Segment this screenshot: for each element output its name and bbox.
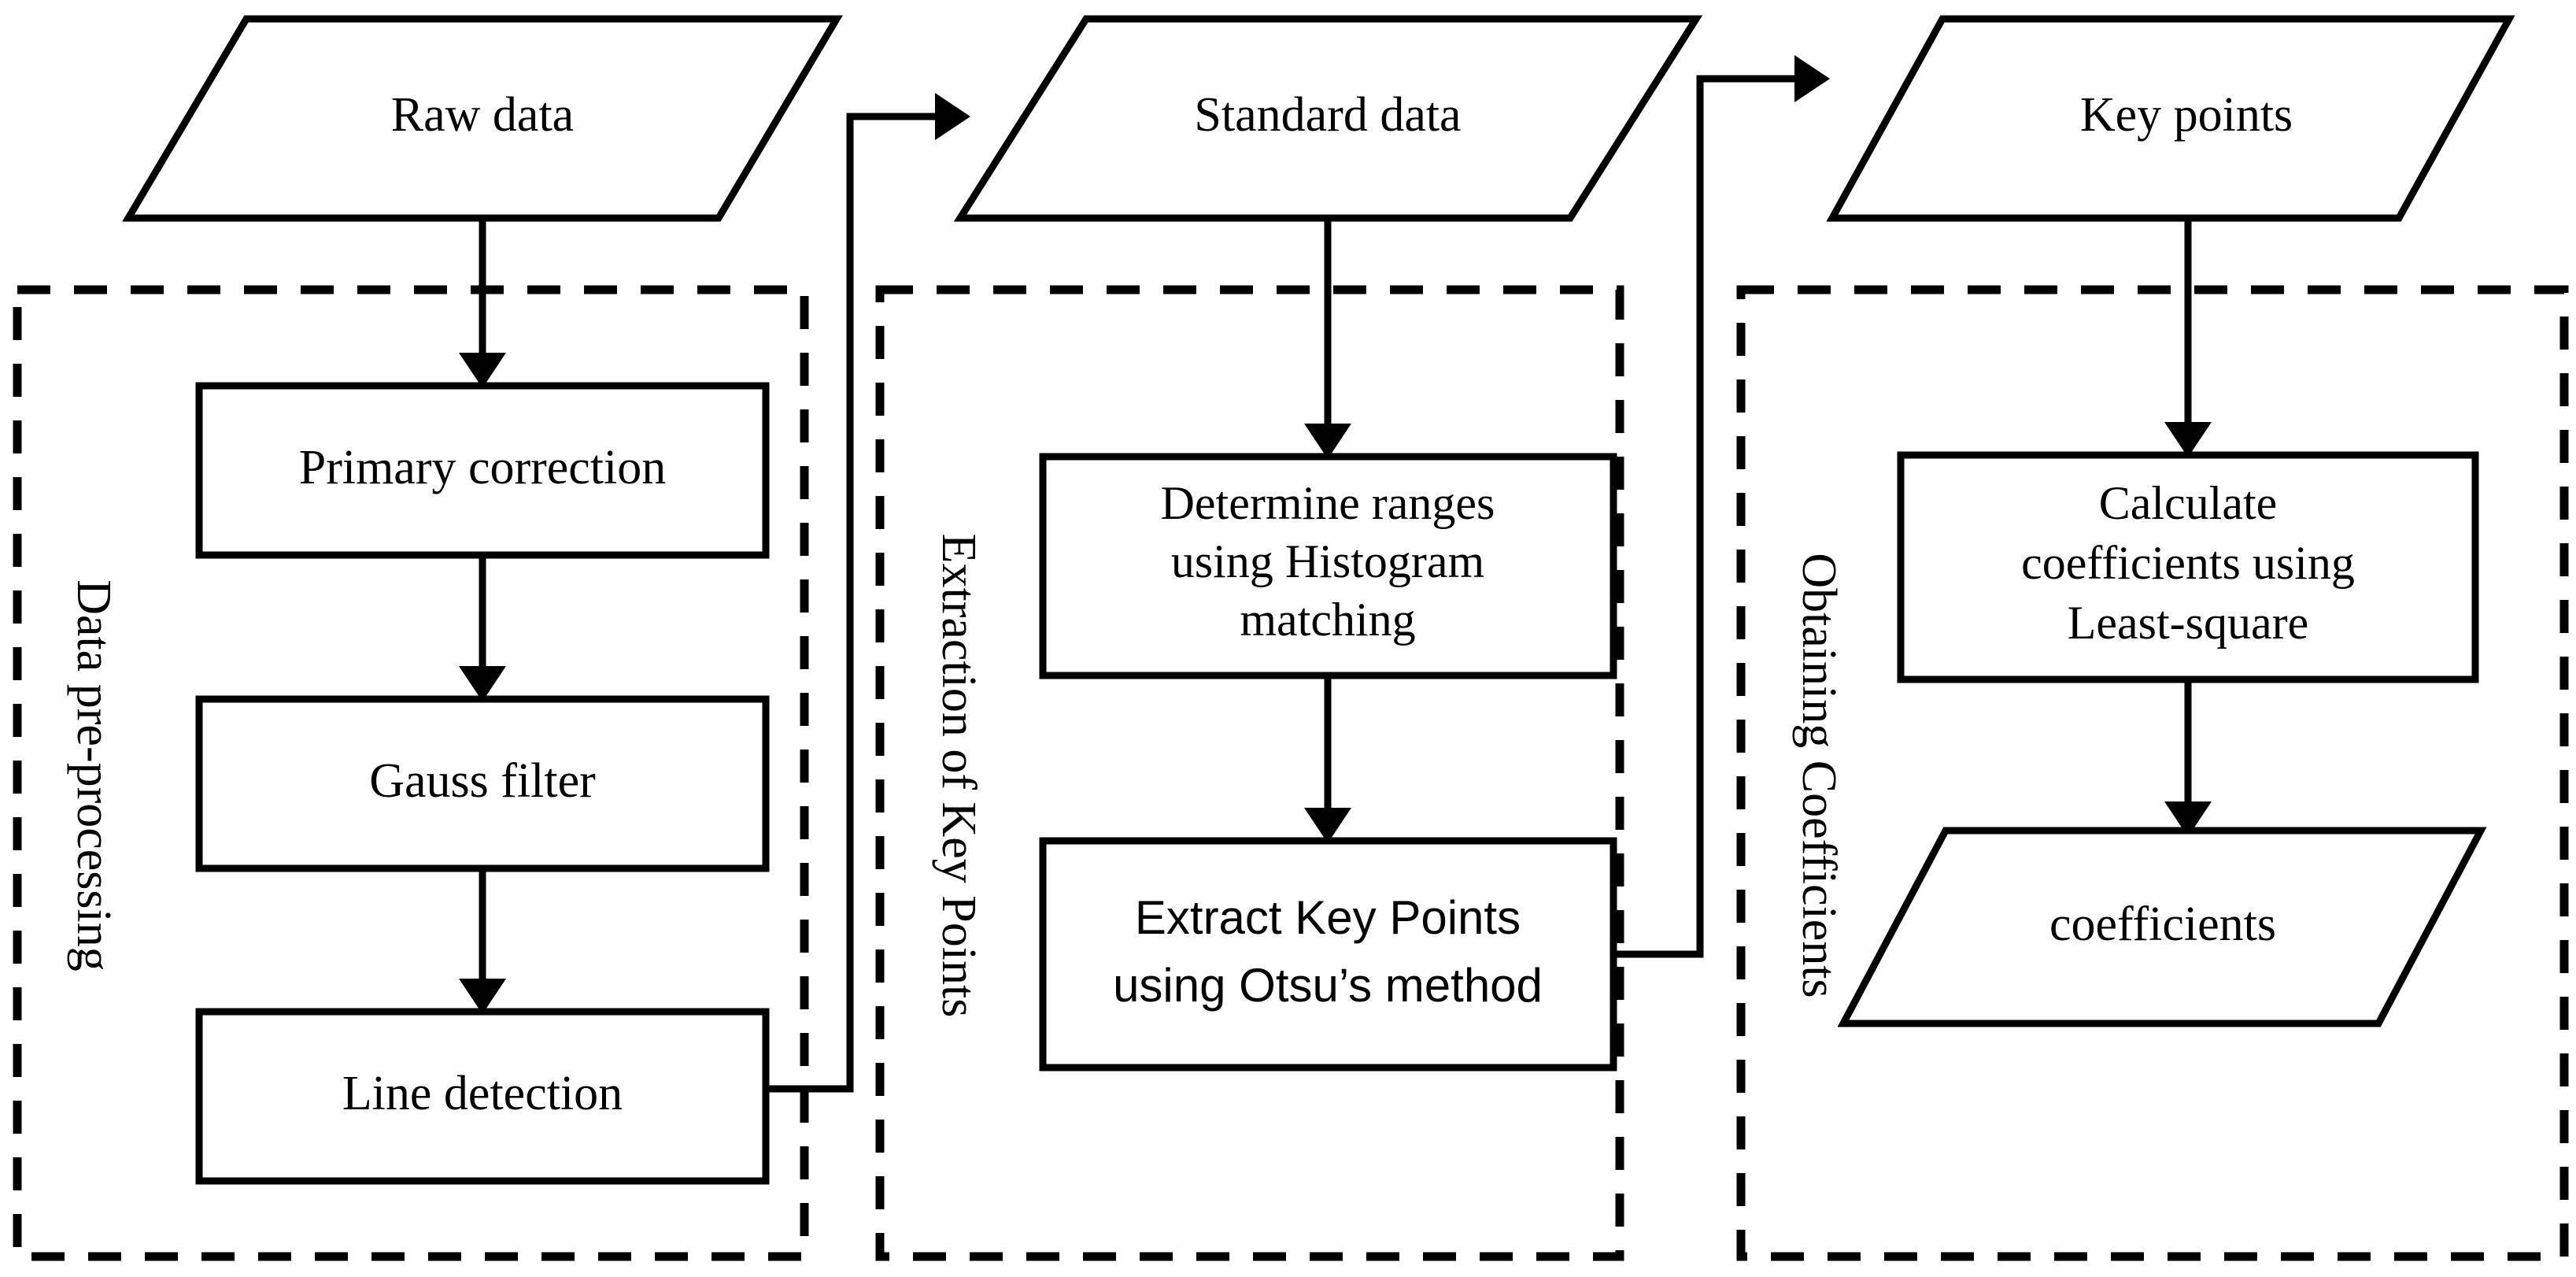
connector-raw-to-primary bbox=[459, 218, 506, 388]
connector-keypoints-to-calc-arrowhead bbox=[2164, 422, 2212, 457]
node-determine-ranges[interactable]: Determine ranges using Histogram matchin… bbox=[1039, 453, 1617, 679]
group-extraction-key-points[interactable]: Extraction of Key Points bbox=[875, 285, 1624, 1261]
node-gauss-filter[interactable]: Gauss filter bbox=[195, 695, 770, 872]
group-data-preprocessing-label: Data pre-processing bbox=[67, 579, 120, 972]
group-obtaining-coefficients-border bbox=[1736, 285, 2569, 1261]
determine-ranges-label-line1: Determine ranges bbox=[1161, 477, 1495, 529]
group-obtaining-coefficients-label: Obtaining Coefficients bbox=[1792, 553, 1846, 998]
group-data-preprocessing-border bbox=[13, 285, 809, 1261]
raw-data-label: Raw data bbox=[391, 88, 574, 142]
connector-standard-to-determine bbox=[1304, 218, 1351, 459]
group-data-preprocessing[interactable]: Data pre-processing bbox=[13, 285, 809, 1261]
standard-data-shape bbox=[953, 15, 1703, 222]
determine-ranges-label-line2: using Histogram bbox=[1171, 535, 1484, 587]
line-detection-label: Line detection bbox=[342, 1067, 623, 1120]
calculate-coefficients-label-line3: Least-square bbox=[2068, 597, 2309, 649]
coefficients-label: coefficients bbox=[2049, 898, 2276, 951]
node-key-points[interactable]: Key points bbox=[1826, 15, 2515, 222]
connector-extract-to-keypoints-arrowhead bbox=[1794, 55, 1830, 102]
calculate-coefficients-label-line1: Calculate bbox=[2099, 477, 2278, 529]
determine-ranges-shape bbox=[1039, 453, 1617, 679]
connector-keypoints-to-calc bbox=[2164, 218, 2212, 457]
primary-correction-shape bbox=[195, 382, 770, 559]
connector-gauss-to-line-arrowhead bbox=[459, 979, 506, 1014]
determine-ranges-label-line3: matching bbox=[1240, 594, 1415, 646]
connector-extract-to-keypoints-path bbox=[1613, 75, 1809, 958]
connector-primary-to-gauss-arrowhead bbox=[459, 666, 506, 701]
node-raw-data[interactable]: Raw data bbox=[122, 15, 843, 222]
key-points-shape bbox=[1826, 15, 2515, 222]
extract-key-points-otsu-shape bbox=[1039, 837, 1617, 1072]
node-line-detection[interactable]: Line detection bbox=[195, 1008, 770, 1185]
connector-extract-to-keypoints bbox=[1613, 55, 1830, 958]
coefficients-shape bbox=[1837, 827, 2487, 1027]
connector-calc-to-coefficients-arrowhead bbox=[2164, 801, 2212, 837]
raw-data-shape bbox=[122, 15, 843, 222]
connector-primary-to-gauss bbox=[459, 555, 506, 701]
group-extraction-key-points-label: Extraction of Key Points bbox=[932, 534, 985, 1018]
gauss-filter-shape bbox=[195, 695, 770, 872]
node-standard-data[interactable]: Standard data bbox=[953, 15, 1703, 222]
connector-determine-to-extract-arrowhead bbox=[1304, 808, 1351, 843]
gauss-filter-label: Gauss filter bbox=[369, 754, 596, 808]
group-obtaining-coefficients[interactable]: Obtaining Coefficients bbox=[1736, 285, 2569, 1261]
node-calculate-coefficients[interactable]: Calculate coefficients using Least-squar… bbox=[1897, 451, 2479, 683]
connector-standard-to-determine-arrowhead bbox=[1304, 424, 1351, 459]
calculate-coefficients-shape bbox=[1897, 451, 2479, 683]
node-coefficients[interactable]: coefficients bbox=[1837, 827, 2487, 1027]
extract-key-points-otsu-label-line1: Extract Key Points bbox=[1135, 891, 1521, 944]
node-primary-correction[interactable]: Primary correction bbox=[195, 382, 770, 559]
connector-calc-to-coefficients bbox=[2164, 679, 2212, 837]
connector-line-to-standard-arrowhead bbox=[935, 93, 970, 140]
line-detection-shape bbox=[195, 1008, 770, 1185]
primary-correction-label: Primary correction bbox=[299, 441, 667, 494]
connector-line-to-standard-path bbox=[766, 113, 948, 1093]
node-extract-key-points-otsu[interactable]: Extract Key Points using Otsu’s method bbox=[1039, 837, 1617, 1072]
calculate-coefficients-label-line2: coefficients using bbox=[2021, 537, 2355, 589]
connector-line-to-standard bbox=[766, 93, 970, 1093]
connector-determine-to-extract bbox=[1304, 676, 1351, 843]
key-points-label: Key points bbox=[2080, 88, 2293, 142]
extract-key-points-otsu-label-line2: using Otsu’s method bbox=[1113, 959, 1543, 1012]
group-extraction-key-points-border bbox=[875, 285, 1624, 1261]
connector-gauss-to-line bbox=[459, 868, 506, 1014]
standard-data-label: Standard data bbox=[1194, 88, 1461, 142]
connector-raw-to-primary-arrowhead bbox=[459, 353, 506, 388]
